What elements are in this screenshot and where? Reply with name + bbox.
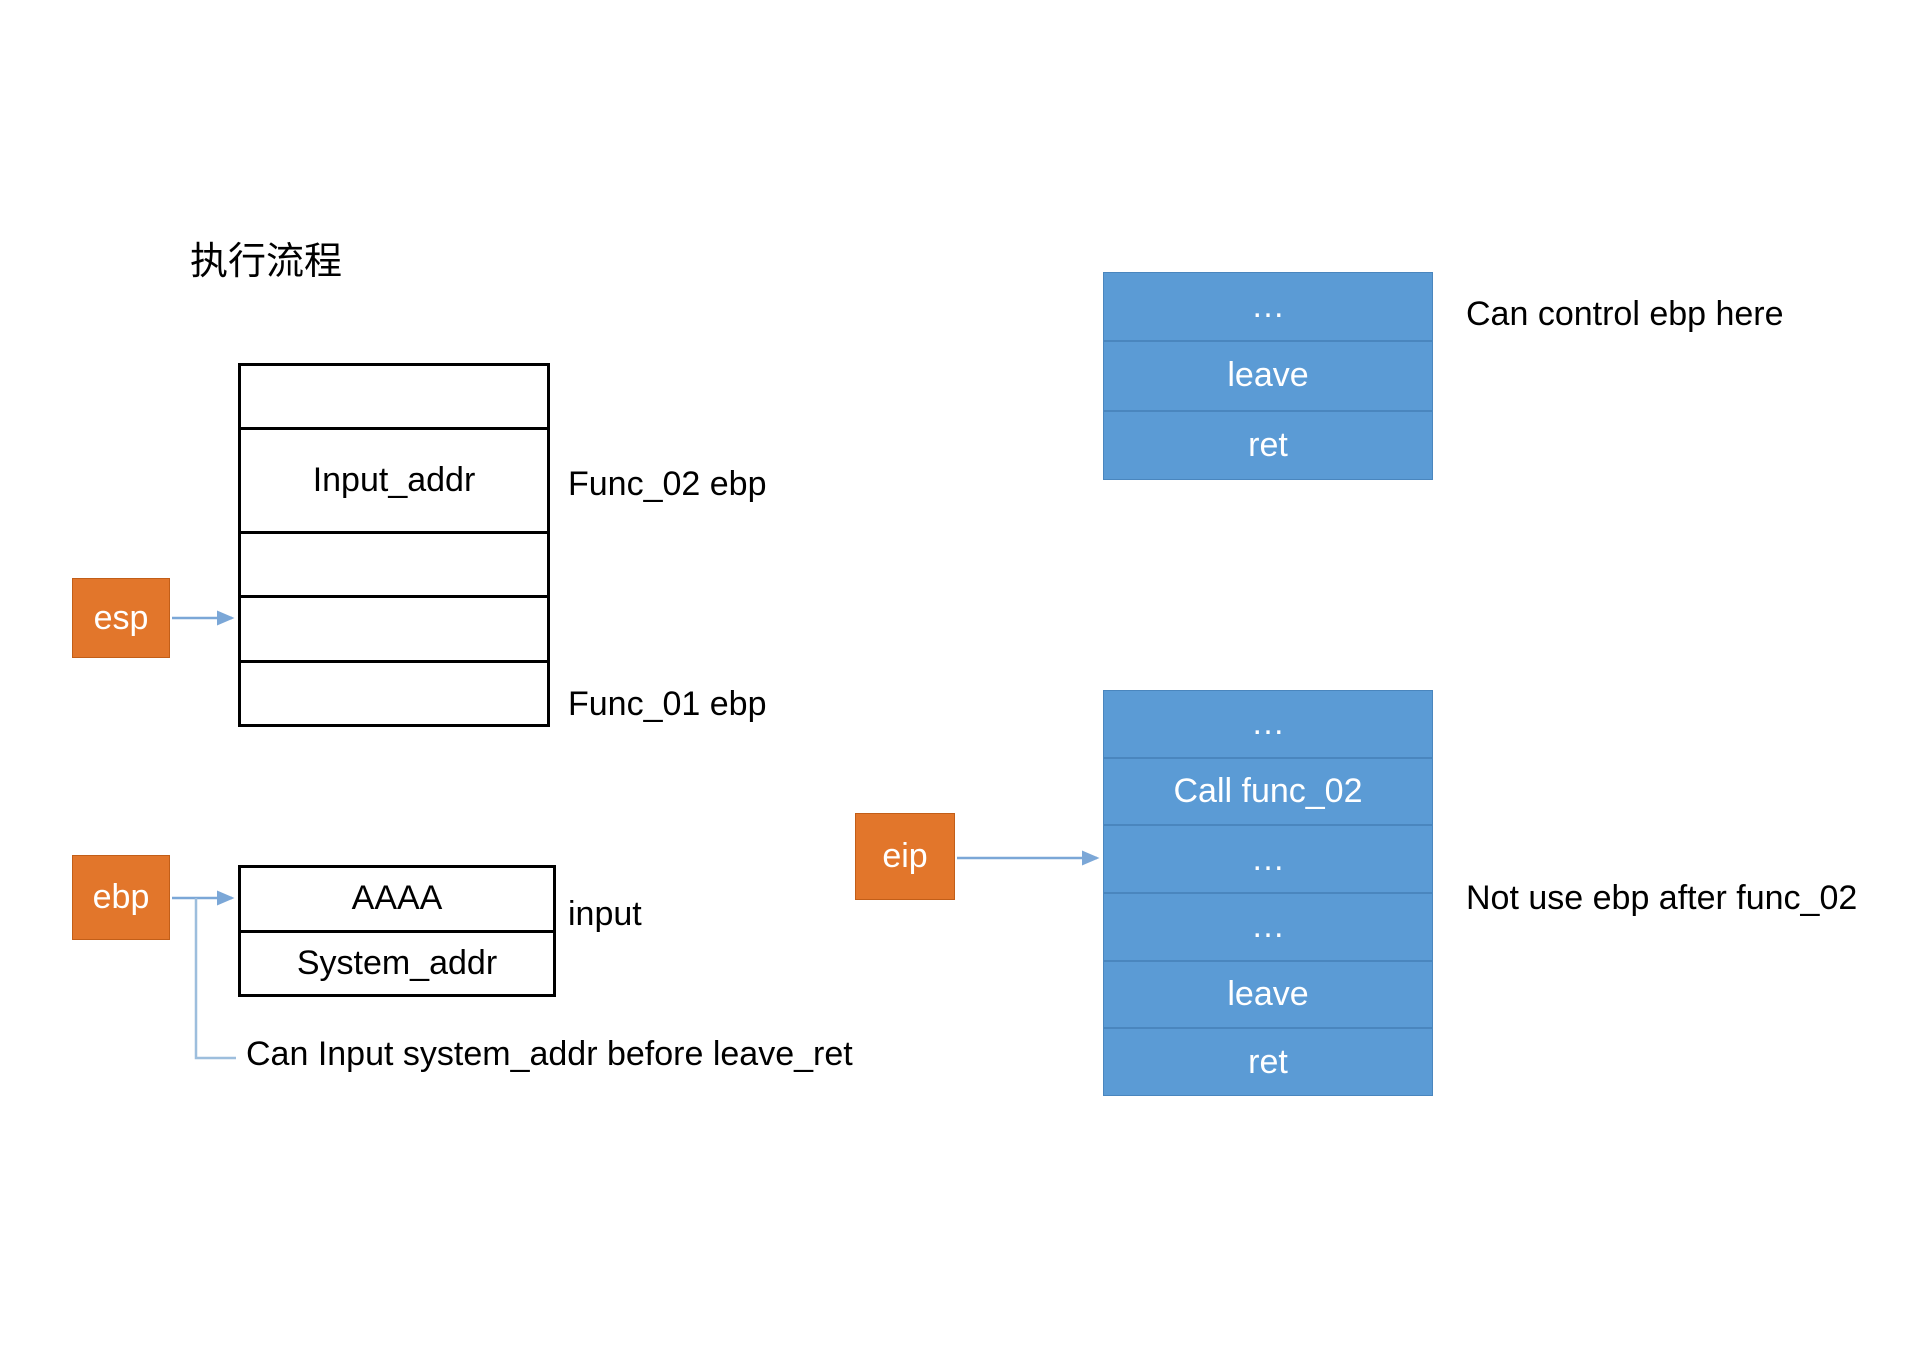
register-ebp-label: ebp [92,878,150,916]
callout-leave-ret: Can Input system_addr before leave_ret [246,1035,853,1073]
register-eip-label: eip [882,837,928,875]
page-title: 执行流程 [190,241,343,283]
stack-table-upper: Input_addr [238,363,550,727]
label-input: input [568,895,642,933]
code-row-call-func-02: Call func_02 [1104,759,1432,827]
stack-row-aaaa: AAAA [241,868,553,933]
register-esp[interactable]: esp [72,578,170,658]
stack-row [241,366,547,431]
code-row-ellipsis: … [1104,691,1432,759]
label-func-02-ebp: Func_02 ebp [568,465,767,503]
code-row-ret: ret [1248,425,1288,464]
code-block-top: … leave ret [1103,272,1433,480]
callout-elbow-line [194,898,236,1060]
code-row-leave: leave [1104,342,1432,412]
stack-row-input-addr: Input_addr [241,430,547,534]
code-row-ellipsis: … [1104,894,1432,962]
label-not-use-ebp: Not use ebp after func_02 [1466,879,1858,917]
label-can-control-ebp: Can control ebp here [1466,295,1784,333]
register-ebp[interactable]: ebp [72,855,170,940]
code-row-leave: leave [1104,962,1432,1030]
code-row-ellipsis: … [1104,826,1432,895]
stack-table-lower: AAAA System_addr [238,865,556,997]
stack-row [241,663,547,724]
code-block-bottom: … Call func_02 … … leave ret [1103,690,1433,1096]
code-row-ret: ret [1248,1042,1288,1081]
register-esp-label: esp [93,598,149,637]
label-func-01-ebp: Func_01 ebp [568,685,767,723]
stack-row-esp-target [241,598,547,663]
register-eip[interactable]: eip [855,813,955,900]
code-row-ellipsis: … [1104,273,1432,343]
stack-row [241,534,547,599]
stack-row-system-addr: System_addr [296,943,498,982]
